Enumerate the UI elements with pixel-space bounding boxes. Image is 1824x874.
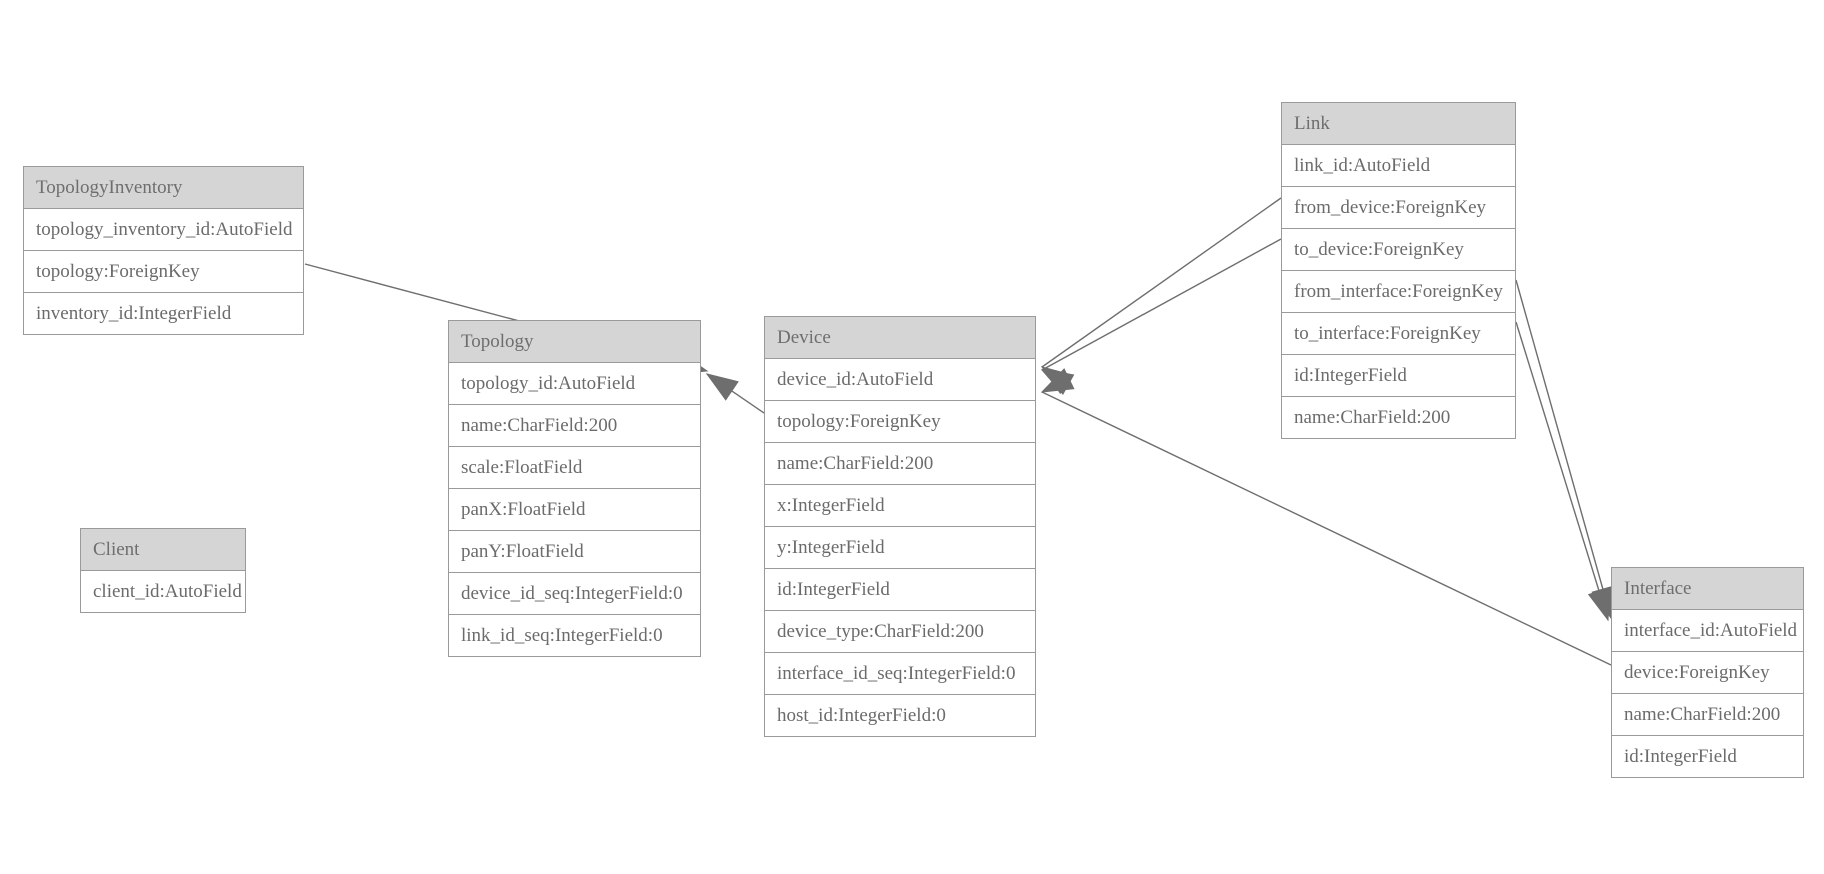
attribute-row[interactable]: panY:FloatField: [449, 531, 700, 573]
edge-arrowhead: [1587, 587, 1611, 622]
edge-link-from-device[interactable]: [1040, 197, 1282, 395]
entity-title-device: Device: [765, 317, 1035, 359]
edge-line: [706, 373, 765, 414]
attribute-row[interactable]: id:IntegerField: [1612, 736, 1803, 777]
attribute-row[interactable]: to_interface:ForeignKey: [1282, 313, 1515, 355]
attribute-row[interactable]: link_id_seq:IntegerField:0: [449, 615, 700, 656]
attribute-row[interactable]: topology:ForeignKey: [765, 401, 1035, 443]
edge-link-from-interface[interactable]: [1515, 279, 1614, 620]
attribute-row[interactable]: y:IntegerField: [765, 527, 1035, 569]
attribute-row[interactable]: device_id:AutoField: [765, 359, 1035, 401]
attribute-row[interactable]: from_device:ForeignKey: [1282, 187, 1515, 229]
attribute-row[interactable]: client_id:AutoField: [81, 571, 245, 612]
entity-title-topologyinventory: TopologyInventory: [24, 167, 303, 209]
attribute-row[interactable]: host_id:IntegerField:0: [765, 695, 1035, 736]
edge-arrowhead: [1040, 366, 1074, 395]
edge-line: [1515, 279, 1612, 619]
edge-line: [1515, 321, 1609, 621]
attribute-row[interactable]: id:IntegerField: [765, 569, 1035, 611]
attribute-row[interactable]: scale:FloatField: [449, 447, 700, 489]
attribute-row[interactable]: topology:ForeignKey: [24, 251, 303, 293]
attribute-row[interactable]: from_interface:ForeignKey: [1282, 271, 1515, 313]
attribute-row[interactable]: link_id:AutoField: [1282, 145, 1515, 187]
attribute-row[interactable]: id:IntegerField: [1282, 355, 1515, 397]
attribute-row[interactable]: name:CharField:200: [1282, 397, 1515, 438]
edge-arrowhead: [705, 373, 739, 401]
attribute-row[interactable]: device_id_seq:IntegerField:0: [449, 573, 700, 615]
attribute-row[interactable]: to_device:ForeignKey: [1282, 229, 1515, 271]
edge-line: [1041, 197, 1282, 368]
attribute-row[interactable]: name:CharField:200: [765, 443, 1035, 485]
entity-title-link: Link: [1282, 103, 1515, 145]
attribute-row[interactable]: panX:FloatField: [449, 489, 700, 531]
attribute-row[interactable]: interface_id:AutoField: [1612, 610, 1803, 652]
edge-line: [1041, 238, 1282, 371]
edge-link-to-interface[interactable]: [1515, 321, 1611, 622]
attribute-row[interactable]: topology_inventory_id:AutoField: [24, 209, 303, 251]
attribute-row[interactable]: interface_id_seq:IntegerField:0: [765, 653, 1035, 695]
entity-title-topology: Topology: [449, 321, 700, 363]
edge-arrowhead: [1040, 368, 1075, 393]
attribute-row[interactable]: device:ForeignKey: [1612, 652, 1803, 694]
edge-arrowhead: [1040, 369, 1075, 396]
attribute-row[interactable]: name:CharField:200: [1612, 694, 1803, 736]
entity-title-interface: Interface: [1612, 568, 1803, 610]
attribute-row[interactable]: topology_id:AutoField: [449, 363, 700, 405]
attribute-row[interactable]: x:IntegerField: [765, 485, 1035, 527]
entity-attributes-client: client_id:AutoField: [81, 571, 245, 612]
edge-device-topology[interactable]: [705, 373, 765, 414]
attribute-row[interactable]: inventory_id:IntegerField: [24, 293, 303, 334]
attribute-row[interactable]: device_type:CharField:200: [765, 611, 1035, 653]
entity-title-client: Client: [81, 529, 245, 571]
edge-link-to-device[interactable]: [1040, 238, 1282, 396]
attribute-row[interactable]: name:CharField:200: [449, 405, 700, 447]
